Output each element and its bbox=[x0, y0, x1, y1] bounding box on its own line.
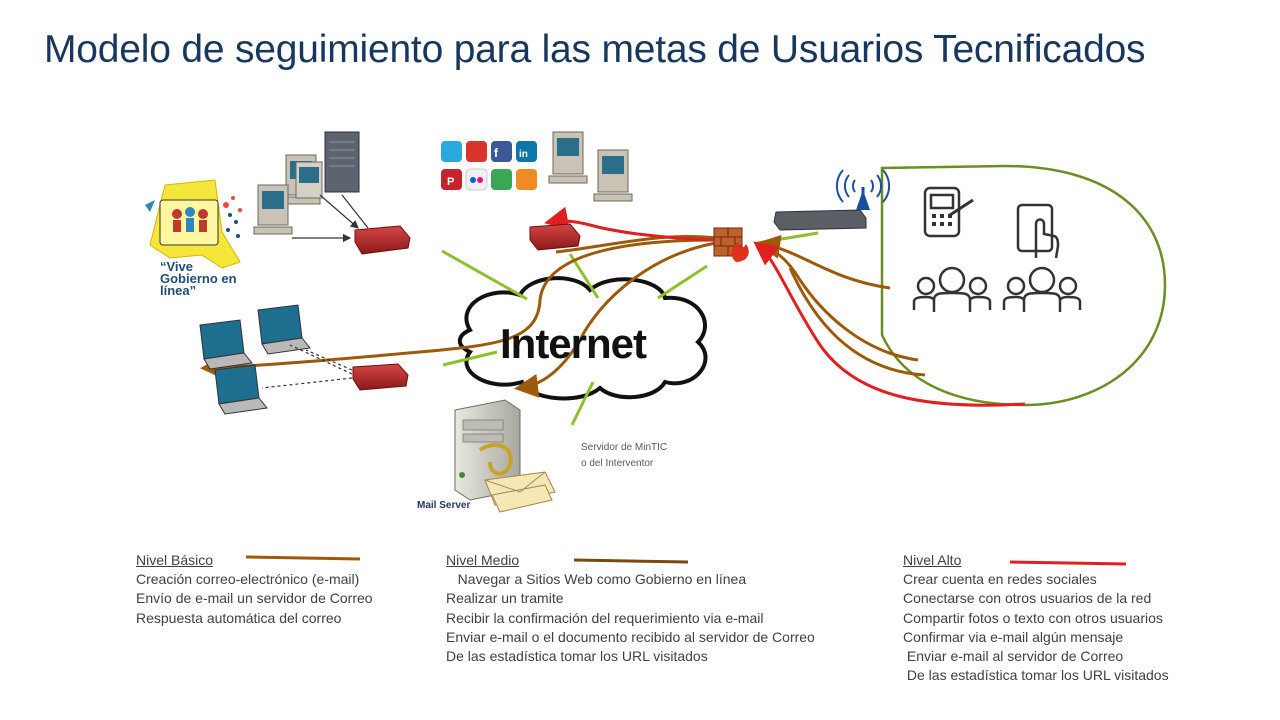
flickr-icon bbox=[465, 168, 488, 191]
legend-high-item: Enviar e-mail al servidor de Correo bbox=[903, 648, 1124, 665]
svg-text:f: f bbox=[494, 146, 499, 160]
pinterest-icon bbox=[441, 169, 462, 190]
legend-high-item: Compartir fotos o texto con otros usuari… bbox=[903, 609, 1163, 626]
server-caption: Servidor de MinTIC o del Interventor bbox=[581, 440, 667, 472]
mail-server-icon bbox=[454, 399, 556, 513]
router-top-center bbox=[529, 223, 581, 251]
legend-swatch-basic bbox=[245, 555, 361, 561]
twitter-icon bbox=[441, 141, 462, 162]
web-workstations bbox=[548, 131, 633, 202]
legend-high-heading: Nivel Alto bbox=[903, 552, 962, 568]
legend-high-item: Crear cuenta en redes sociales bbox=[903, 571, 1097, 588]
legend-high: Nivel Alto Crear cuenta en redes sociale… bbox=[903, 551, 1169, 685]
laptops bbox=[199, 304, 353, 415]
legend-high-item: De las estadística tomar los URL visitad… bbox=[903, 667, 1169, 684]
internet-label: Internet bbox=[500, 320, 647, 367]
legend-medium-item: Recibir la confirmación del requerimient… bbox=[446, 609, 764, 626]
legend-basic-item: Envío de e-mail un servidor de Correo bbox=[136, 590, 373, 607]
wireless-access-point bbox=[773, 169, 891, 231]
legend-high-item: Conectarse con otros usuarios de la red bbox=[903, 590, 1152, 607]
user-group-icon-2 bbox=[1002, 266, 1082, 312]
pda-device-icon bbox=[923, 186, 974, 238]
user-group-icon bbox=[912, 266, 992, 312]
gov-workstations bbox=[253, 131, 369, 243]
router-bottom-left bbox=[352, 363, 409, 391]
legend-medium: Nivel Medio Navegar a Sitios Web como Go… bbox=[446, 551, 815, 666]
legend-basic-item: Creación correo-electrónico (e-mail) bbox=[136, 571, 360, 588]
tablet-touch-icon bbox=[1016, 203, 1060, 259]
legend-swatch-high bbox=[1009, 560, 1127, 566]
svg-text:P: P bbox=[447, 176, 454, 188]
legend-medium-item: De las estadística tomar los URL visitad… bbox=[446, 648, 708, 665]
logo-text: “Vive Gobierno en línea” bbox=[160, 259, 237, 298]
server-caption-line2: o del Interventor bbox=[581, 458, 654, 469]
server-caption-line1: Servidor de MinTIC bbox=[581, 442, 668, 453]
youtube-icon bbox=[466, 141, 487, 162]
rss-icon bbox=[516, 169, 537, 190]
internet-cloud bbox=[457, 276, 708, 401]
legend-medium-item: Realizar un tramite bbox=[446, 590, 564, 607]
gobierno-en-linea-logo bbox=[145, 179, 242, 269]
legend-medium-item: Navegar a Sitios Web como Gobierno en lí… bbox=[446, 571, 747, 588]
legend-medium-heading: Nivel Medio bbox=[446, 552, 520, 568]
legend-high-item: Confirmar via e-mail algún mensaje bbox=[903, 628, 1124, 645]
social-network-icons: f in P bbox=[441, 141, 537, 191]
legend-basic-heading: Nivel Básico bbox=[136, 552, 214, 568]
facebook-icon bbox=[491, 141, 512, 162]
firewall-icon bbox=[713, 227, 749, 262]
legend-swatch-medium bbox=[573, 558, 689, 564]
legend-swatches bbox=[245, 555, 1127, 566]
legend-basic-item: Respuesta automática del correo bbox=[136, 609, 342, 626]
svg-text:in: in bbox=[519, 149, 528, 160]
linkedin-icon bbox=[516, 141, 537, 162]
green-links bbox=[441, 231, 819, 426]
page-title: Modelo de seguimiento para las metas de … bbox=[44, 28, 1146, 71]
share-icon bbox=[491, 169, 512, 190]
mail-server-label: Mail Server bbox=[417, 500, 471, 511]
legend-medium-item: Enviar e-mail o el documento recibido al… bbox=[446, 628, 815, 645]
router-top-left bbox=[354, 225, 411, 255]
legend-basic: Nivel Básico Creación correo-electrónico… bbox=[136, 551, 373, 628]
